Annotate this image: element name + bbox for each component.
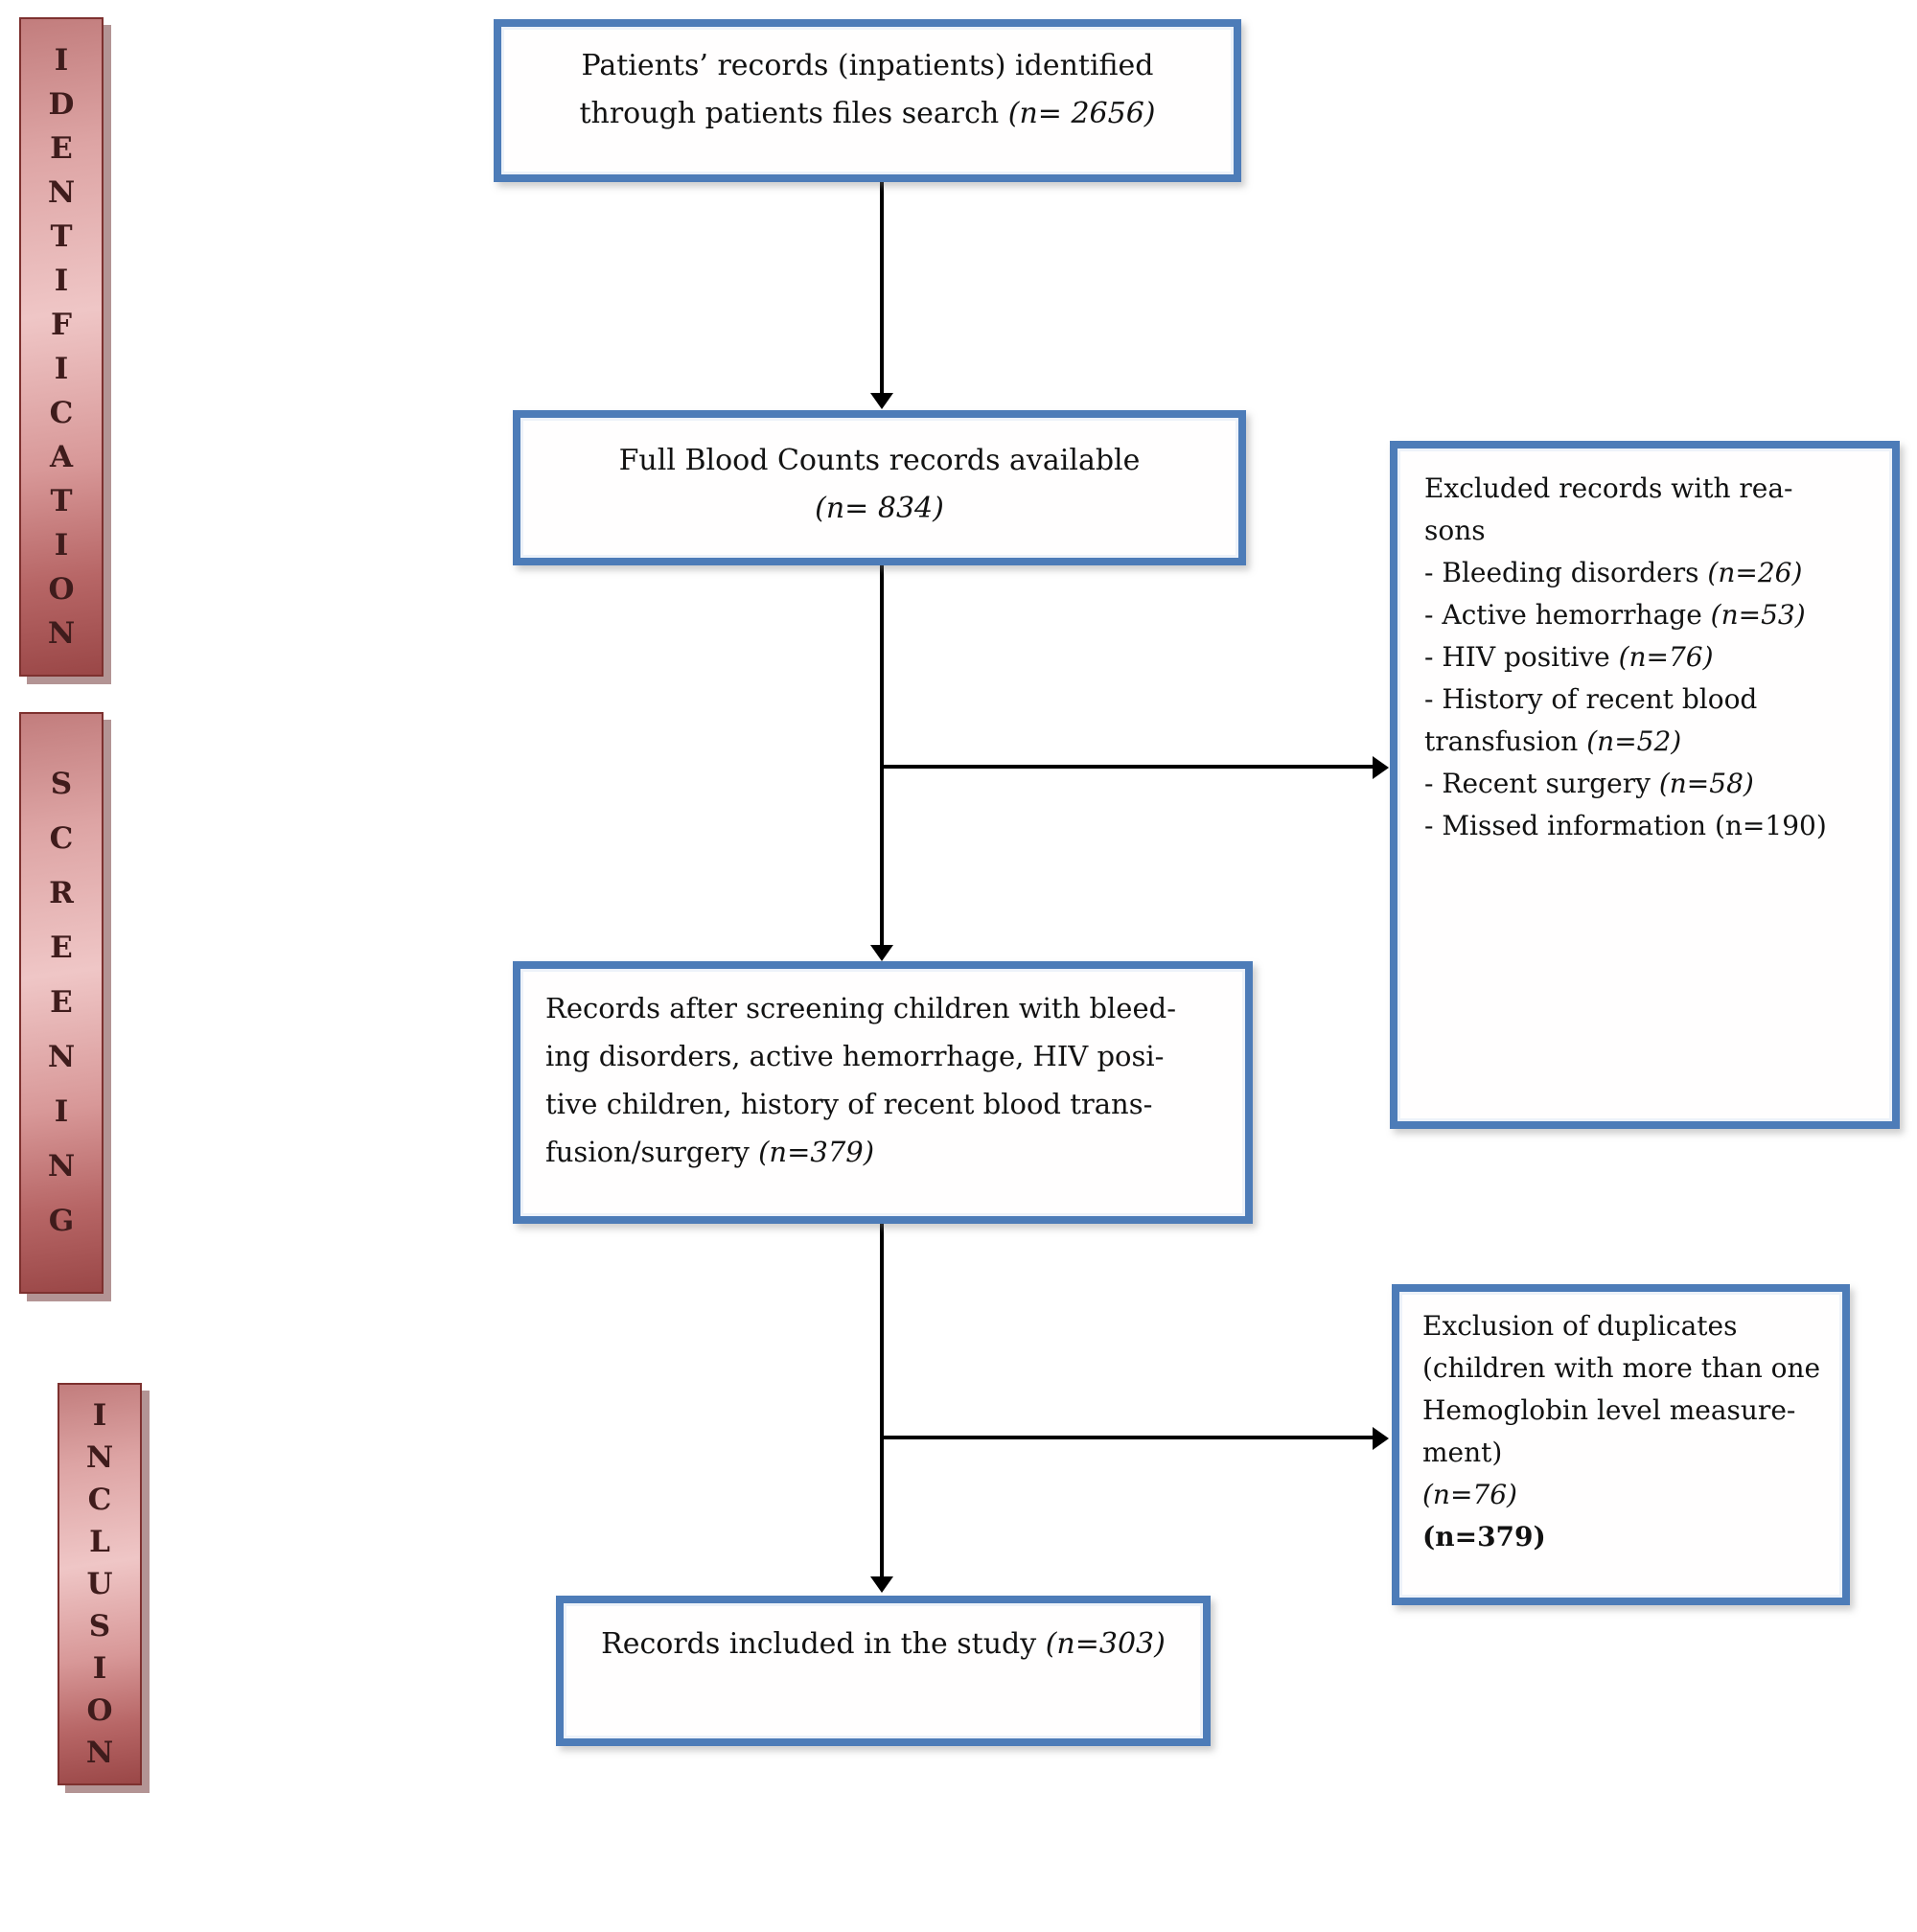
excluded-item-hemorrhage: - Active hemorrhage (n=53) <box>1424 599 1806 631</box>
stage-identification-label: I D E N T I F I C A T I O N <box>47 43 76 651</box>
n-count: (n=76) <box>1422 1479 1517 1510</box>
arrowhead-fbc <box>870 393 893 409</box>
n-count: (n=379) <box>758 1136 875 1168</box>
excluded-item-surgery: - Recent surgery (n=58) <box>1424 768 1754 799</box>
n-count: (n=52) <box>1586 725 1682 757</box>
arrowhead-duplicates <box>1373 1427 1389 1450</box>
stage-inclusion: I N C L U S I O N <box>58 1383 142 1785</box>
excluded-item-hiv: - HIV positive (n=76) <box>1424 641 1714 673</box>
connector-identified-to-fbc <box>880 182 884 393</box>
arrowhead-screened <box>870 945 893 961</box>
box-records-included-line: Records included in the study (n=303) <box>601 1627 1166 1661</box>
connector-fbc-to-screened <box>880 565 884 945</box>
box-records-after-screening: Records after screening children with bl… <box>513 961 1253 1224</box>
stage-screening-label: S C R E E N I N G <box>47 767 76 1238</box>
excluded-item-bleeding: - Bleeding disorders (n=26) <box>1424 557 1803 588</box>
box-excluded-records: Excluded records with rea- sons - Bleedi… <box>1390 441 1900 1129</box>
stage-inclusion-label: I N C L U S I O N <box>85 1398 114 1770</box>
n-count: (n=26) <box>1707 557 1803 588</box>
n-count: (n=58) <box>1658 768 1754 799</box>
connector-screened-to-included <box>880 1224 884 1576</box>
connector-branch-duplicates <box>882 1436 1374 1439</box>
n-count: (n=190) <box>1714 810 1827 841</box>
stage-screening: S C R E E N I N G <box>19 712 104 1294</box>
connector-branch-excluded <box>882 765 1374 769</box>
n-count-bold: (n=379) <box>1422 1521 1546 1552</box>
n-count: (n=303) <box>1045 1627 1166 1661</box>
box-records-included: Records included in the study (n=303) <box>556 1596 1211 1746</box>
n-count: (n=76) <box>1618 641 1714 673</box>
box-exclusion-duplicates: Exclusion of duplicates (children with m… <box>1392 1284 1850 1605</box>
stage-identification: I D E N T I F I C A T I O N <box>19 17 104 677</box>
box-fbc-available: Full Blood Counts records available (n= … <box>513 410 1246 565</box>
box-records-after-screening-text: Records after screening children with bl… <box>545 992 1176 1168</box>
box-fbc-available-line1: Full Blood Counts records available <box>618 444 1141 477</box>
arrowhead-excluded <box>1373 756 1389 779</box>
box-patients-identified-line1: Patients’ records (inpatients) identifie… <box>581 49 1154 82</box>
box-patients-identified: Patients’ records (inpatients) identifie… <box>494 19 1241 182</box>
box-patients-identified-line2: through patients files search (n= 2656) <box>579 97 1156 130</box>
arrowhead-included <box>870 1576 893 1593</box>
n-count: (n= 834) <box>815 492 944 525</box>
excluded-item-missed-info: - Missed information (n=190) <box>1424 810 1827 841</box>
box-exclusion-duplicates-text: Exclusion of duplicates (children with m… <box>1422 1310 1821 1468</box>
box-excluded-title: Excluded records with rea- sons <box>1424 472 1793 546</box>
n-count: (n= 2656) <box>1007 97 1156 130</box>
n-count: (n=53) <box>1710 599 1806 631</box>
excluded-item-transfusion: - History of recent blood transfusion (n… <box>1424 683 1758 757</box>
